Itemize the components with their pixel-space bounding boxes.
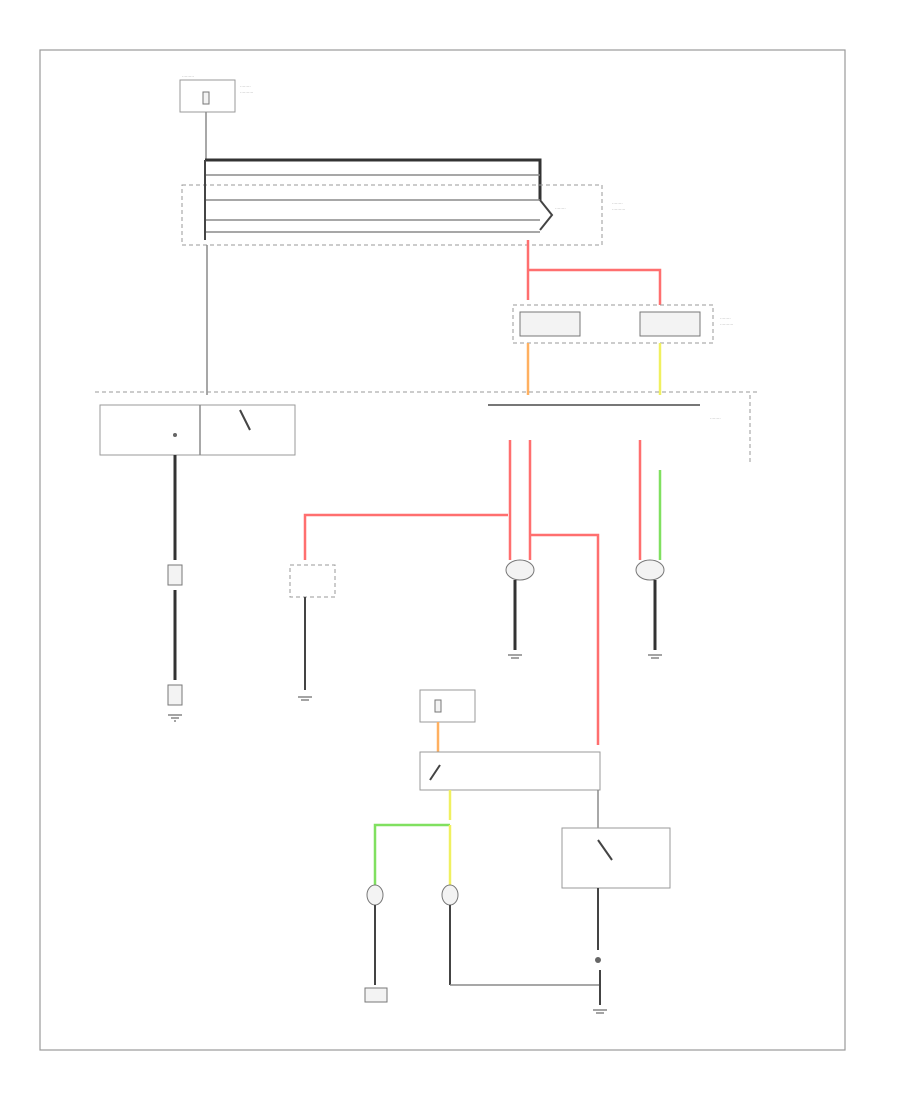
lower-right-switch [561, 790, 671, 1014]
svg-text:··········: ·········· [240, 90, 253, 95]
left-headlamp-branch [505, 440, 600, 745]
green-wire-lower [373, 823, 450, 885]
lower-center-lamp [441, 884, 600, 986]
svg-text:·········: ········· [182, 74, 194, 79]
left-switch-module [99, 404, 296, 456]
svg-text:··········: ·········· [612, 207, 625, 212]
diagram-border [39, 49, 846, 1051]
left-ground-chain [167, 455, 183, 722]
svg-text:········: ········ [240, 84, 251, 89]
headlamp-relay-box: ········ ·········· [512, 304, 733, 344]
svg-text:··········: ·········· [720, 322, 733, 327]
center-relay [289, 564, 336, 701]
upper-module: ········ ········ ·········· [181, 158, 625, 246]
top-fuse-block: ········· ········ ·········· [179, 74, 253, 160]
right-headlamp-branch [635, 440, 665, 659]
lower-fuse-block [419, 689, 476, 752]
lower-module [419, 751, 601, 791]
top-fuse [202, 91, 210, 105]
svg-text:········: ········ [720, 316, 731, 321]
svg-text:········: ········ [555, 206, 566, 211]
svg-text:········: ········ [612, 201, 623, 206]
svg-text:········: ········ [710, 416, 721, 421]
lower-left-lamp [364, 884, 388, 1003]
red-wire-center [303, 513, 508, 560]
